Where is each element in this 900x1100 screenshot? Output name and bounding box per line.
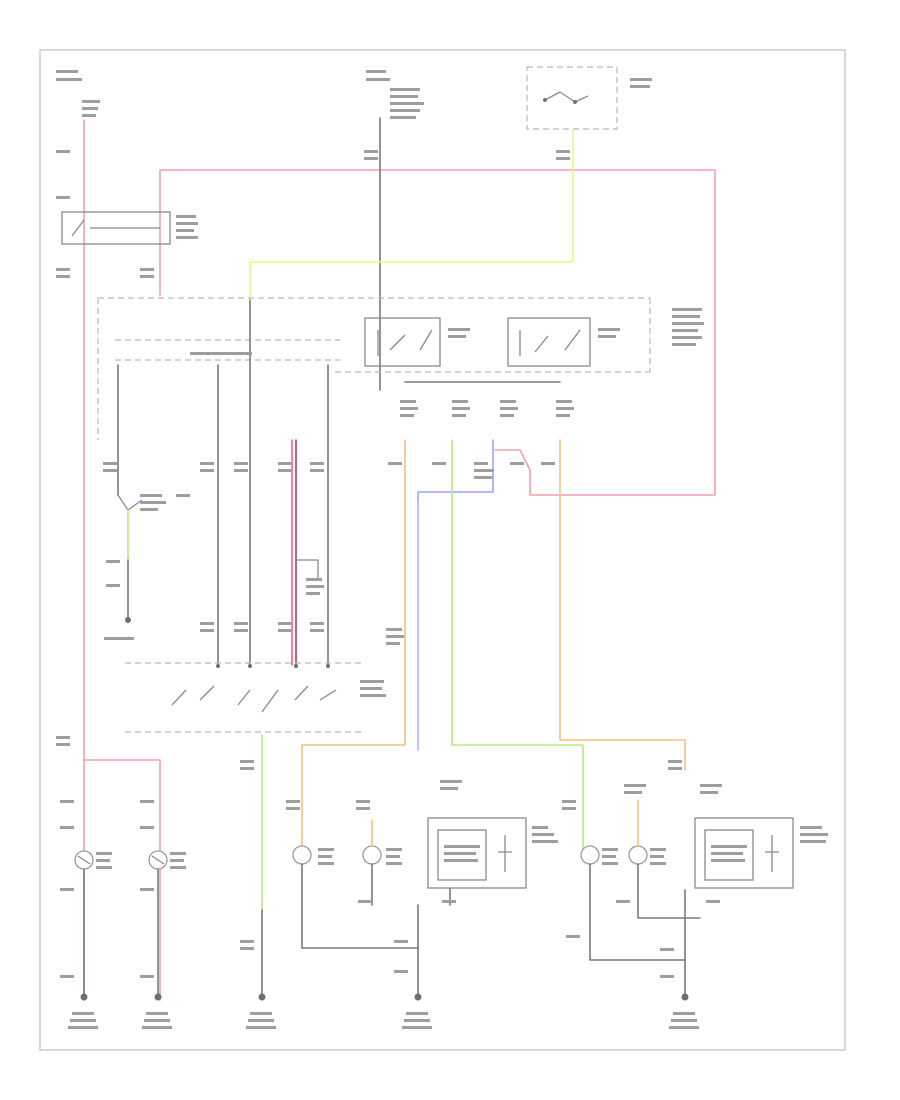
- yellow-ignition-wire: [249, 129, 574, 301]
- lamp-2: [148, 850, 168, 870]
- ground-labels: [68, 1012, 699, 1029]
- red-loop-wire: [159, 169, 716, 496]
- headlight-switch-contacts: [171, 664, 386, 713]
- flash-to-pass-switch: [117, 494, 190, 511]
- lamp-1: [74, 850, 94, 870]
- right-headlight-leveling-module: [694, 817, 794, 889]
- lamp-5: [580, 845, 600, 865]
- blue-wire: [417, 439, 494, 501]
- ground-symbol-1: [80, 993, 88, 1001]
- diagram-frame: [39, 49, 846, 1051]
- red-branch-wire: [83, 759, 161, 1001]
- ground-point-small: [125, 617, 131, 623]
- ground-symbol-3: [258, 993, 266, 1001]
- lamp-6: [628, 845, 648, 865]
- lamp3-return: [301, 863, 419, 949]
- ground-symbol-4: [414, 993, 422, 1001]
- lamp-3: [292, 845, 312, 865]
- ground-symbol-2: [154, 993, 162, 1001]
- module-label: [672, 308, 704, 346]
- green-wire-right: [451, 439, 584, 851]
- wire-labels: [56, 150, 828, 978]
- lamp-4: [362, 845, 382, 865]
- ignition-switch: [526, 66, 652, 130]
- left-headlight-leveling-module: [427, 817, 527, 889]
- orange-wire-left-lamp: [301, 439, 406, 851]
- ground-symbol-5: [681, 993, 689, 1001]
- headlight-relay: [61, 211, 198, 245]
- dimmer-relay-1: [364, 317, 470, 367]
- diode-element: [296, 559, 319, 580]
- hot-at-all-times-source-center: [366, 70, 424, 119]
- hot-at-all-times-source-left: [56, 70, 100, 117]
- dimmer-relay-2: [507, 317, 620, 367]
- lamp5-return: [589, 863, 686, 961]
- orange-wire-right: [559, 439, 686, 771]
- lamp6-return: [637, 863, 701, 919]
